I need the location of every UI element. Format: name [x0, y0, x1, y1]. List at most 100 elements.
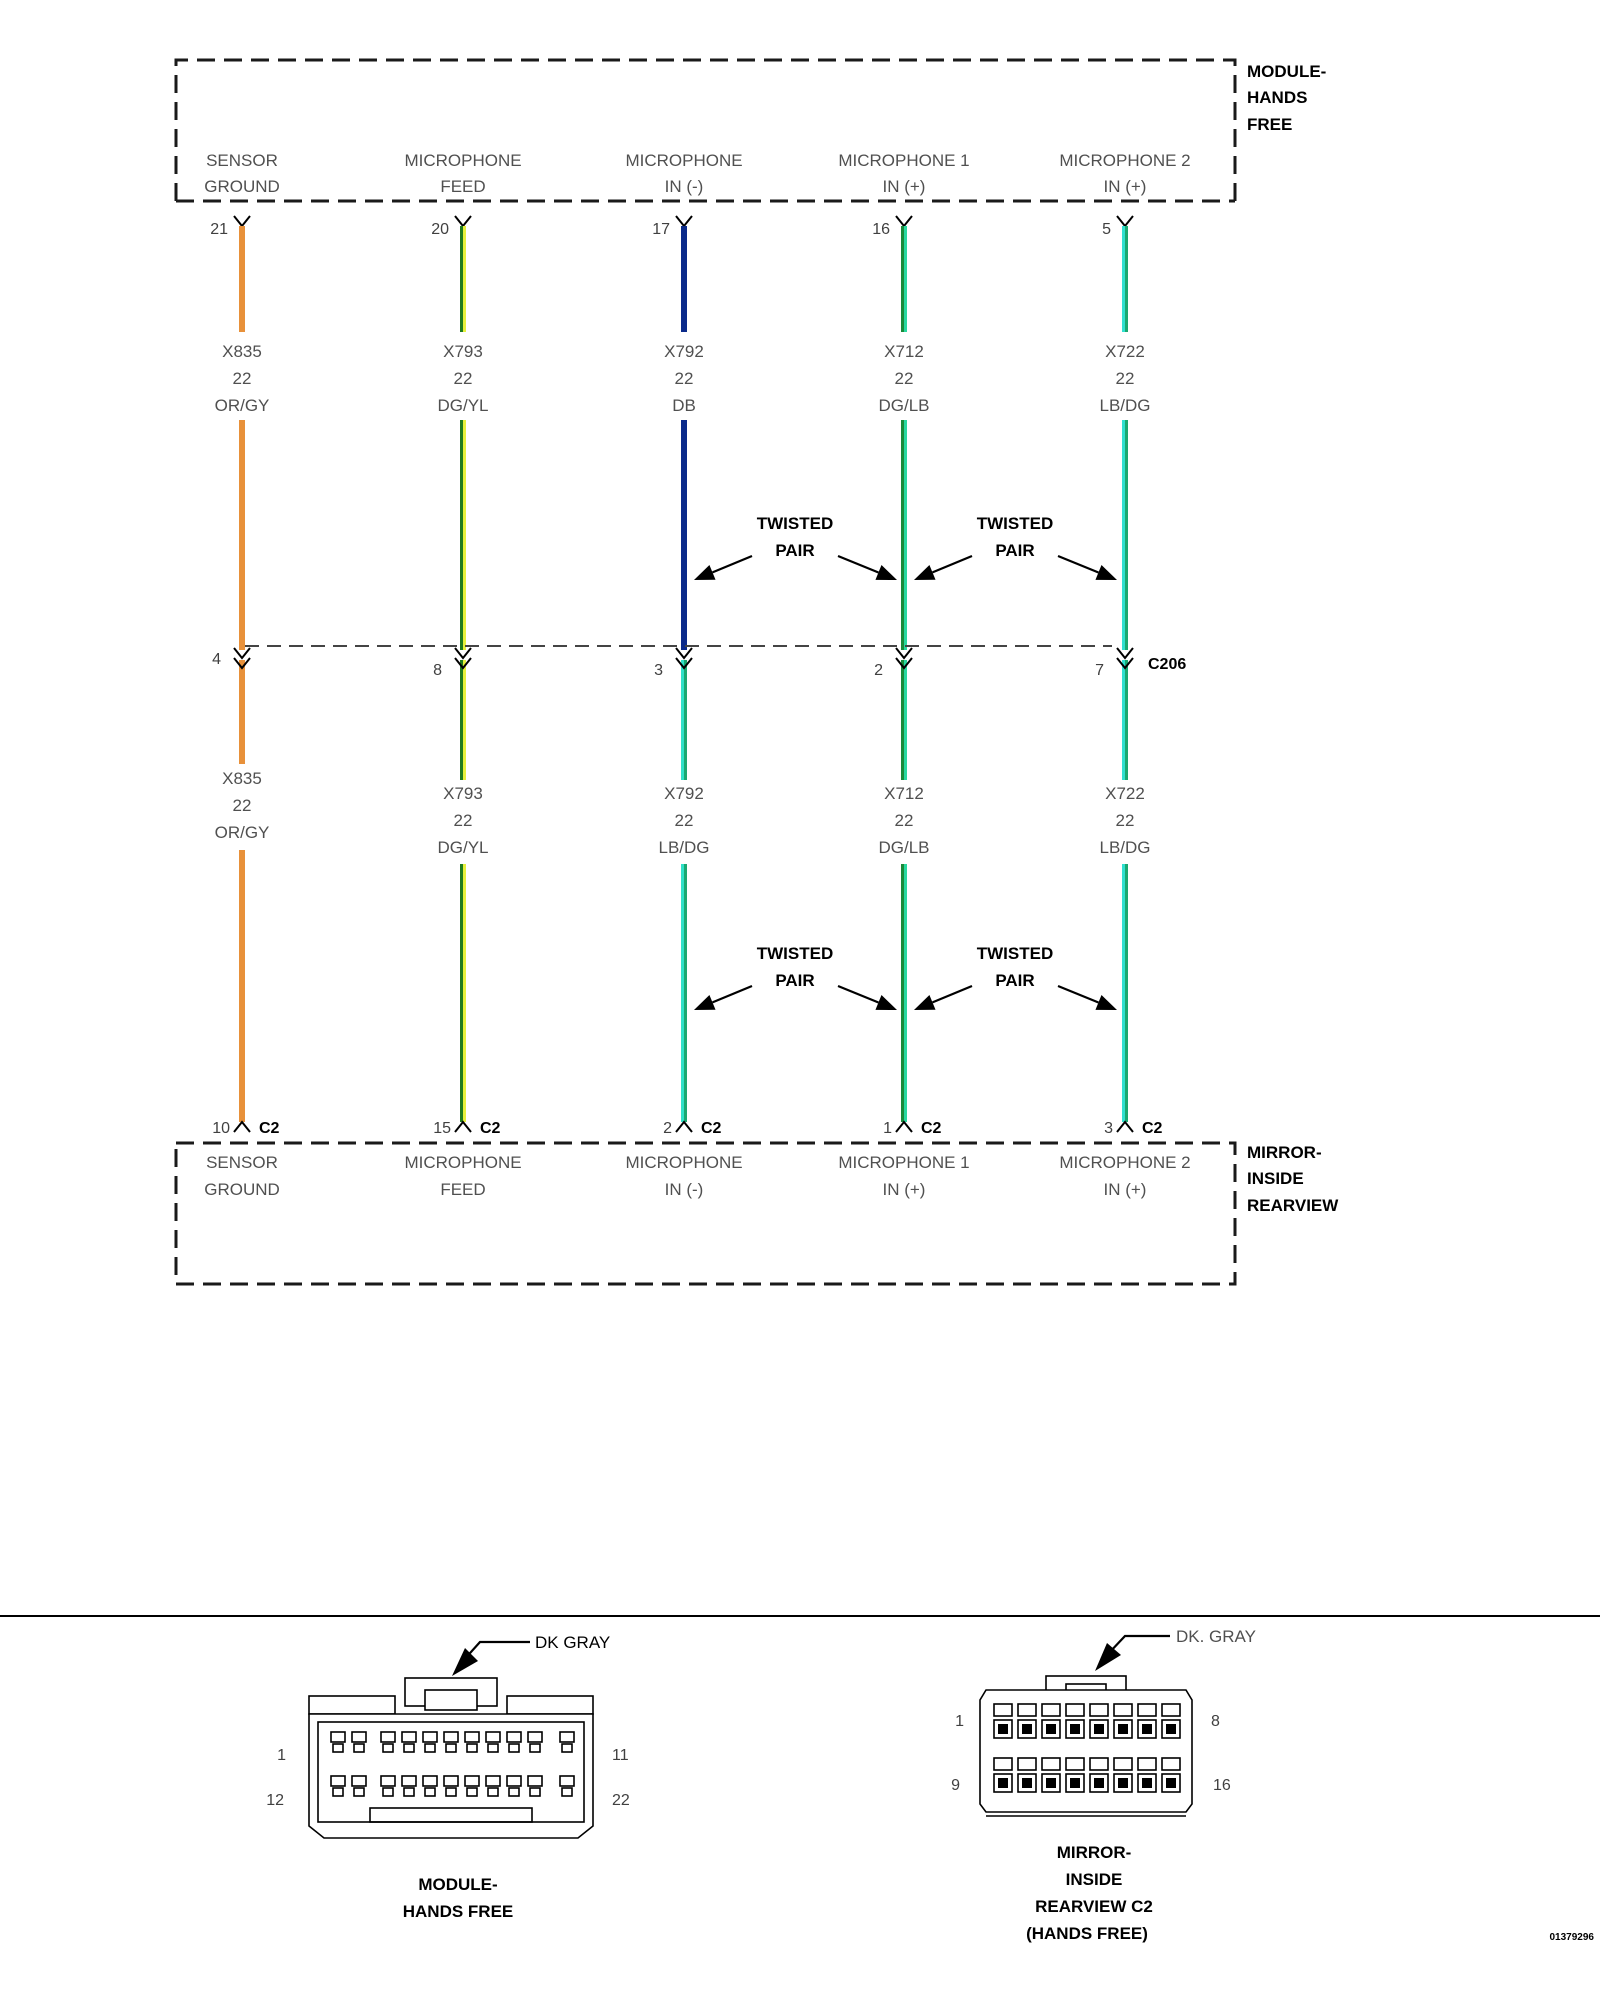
lower-wire-color-2: LB/DG [658, 838, 709, 857]
top-pin-label-1-l1: MICROPHONE [404, 151, 521, 170]
right-cavity-pin-r1-c0 [998, 1778, 1008, 1788]
bottom-pin-number-2: 2 [663, 1120, 672, 1137]
right-cavity-r1-c7 [1161, 1773, 1181, 1793]
left-cavity-r0-c9 [527, 1731, 543, 1743]
right-pin-16: 16 [1213, 1777, 1231, 1794]
right-cavity-pin-r0-c5 [1118, 1724, 1128, 1734]
upper-wire-circuit-0: X835 [222, 342, 262, 361]
mirror-module-box [174, 1141, 1237, 1286]
right-cavity-top-r1-c1 [1017, 1757, 1037, 1771]
bottom-module-name-1: MIRROR- [1247, 1143, 1322, 1162]
upper-wire-color-1: DG/YL [437, 396, 488, 415]
top-pin-label-3-l1: MICROPHONE 1 [838, 151, 969, 170]
top-pin-label-3-l2: IN (+) [883, 177, 926, 196]
right-cavity-r1-c1 [1017, 1773, 1037, 1793]
left-cavity-lock-r1-c10 [561, 1787, 573, 1797]
twisted-label-lower-1-l2: PAIR [995, 971, 1034, 990]
upper-wire-color-0: OR/GY [215, 396, 270, 415]
upper-wire-circuit-3: X712 [884, 342, 924, 361]
bottom-pin-label-0-l1: SENSOR [206, 1153, 278, 1172]
upper-wire-gauge-3: 22 [895, 369, 914, 388]
twisted-label-lower-0-l1: TWISTED [757, 944, 834, 963]
left-cavity-r1-c10 [559, 1775, 575, 1787]
left-cavity-lock-r1-c3 [403, 1787, 415, 1797]
c206-chevron-upper-4 [1116, 647, 1134, 660]
upper-wire-gauge-0: 22 [233, 369, 252, 388]
bottom-pin-label-4-l2: IN (+) [1104, 1180, 1147, 1199]
upper-wire-gauge-4: 22 [1116, 369, 1135, 388]
lower-wire-gauge-1: 22 [454, 811, 473, 830]
figure-id: 01379296 [1550, 1932, 1595, 1943]
right-cavity-top-r1-c2 [1041, 1757, 1061, 1771]
left-cavity-r1-c6 [464, 1775, 480, 1787]
twist-arrow-upper-3-head [914, 564, 936, 580]
bottom-pin-label-4-l1: MICROPHONE 2 [1059, 1153, 1190, 1172]
left-cavity-r0-c7 [485, 1731, 501, 1743]
bottom-pin-chevron-1 [454, 1120, 472, 1133]
c206-chevron-lower-4 [1116, 657, 1134, 670]
right-cavity-top-r0-c2 [1041, 1703, 1061, 1717]
twist-arrow-lower-3-head [914, 994, 936, 1010]
dk-gray-arrowhead-left [452, 1648, 478, 1676]
bottom-pin-number-1: 15 [433, 1120, 451, 1137]
twist-arrow-lower-1-shaft [712, 984, 753, 1004]
left-cavity-r1-c4 [422, 1775, 438, 1787]
left-cavity-lock-r0-c2 [382, 1743, 394, 1753]
right-cavity-top-r0-c1 [1017, 1703, 1037, 1717]
upper-wire-gauge-2: 22 [675, 369, 694, 388]
bottom-pin-connector-4: C2 [1142, 1120, 1163, 1137]
twist-arrow-lower-4-head [1095, 995, 1117, 1010]
right-cavity-pin-r1-c5 [1118, 1778, 1128, 1788]
top-pin-chevron-1 [454, 215, 472, 228]
upper-wire-gauge-1: 22 [454, 369, 473, 388]
right-cavity-top-r0-c5 [1113, 1703, 1133, 1717]
right-caption-1: MIRROR- [1057, 1843, 1132, 1862]
upper-wire-circuit-2: X792 [664, 342, 704, 361]
left-cavity-lock-r1-c5 [445, 1787, 457, 1797]
right-cavity-r0-c6 [1137, 1719, 1157, 1739]
twist-arrow-upper-1-head [694, 564, 716, 580]
right-cavity-pin-r1-c6 [1142, 1778, 1152, 1788]
top-module-name-1: MODULE- [1247, 62, 1326, 81]
right-cavity-r0-c0 [993, 1719, 1013, 1739]
left-cavity-r0-c8 [506, 1731, 522, 1743]
upper-wire-color-2: DB [672, 396, 696, 415]
right-caption-3: REARVIEW C2 [1035, 1897, 1153, 1916]
left-cavity-lock-r1-c9 [529, 1787, 541, 1797]
bottom-pin-label-2-l1: MICROPHONE [625, 1153, 742, 1172]
left-cavity-lock-r0-c8 [508, 1743, 520, 1753]
right-cavity-top-r1-c7 [1161, 1757, 1181, 1771]
right-cavity-pin-r0-c4 [1094, 1724, 1104, 1734]
top-pin-number-2: 17 [652, 221, 670, 238]
upper-wire-circuit-4: X722 [1105, 342, 1145, 361]
bottom-pin-connector-0: C2 [259, 1120, 280, 1137]
twist-arrow-lower-1-head [694, 994, 716, 1010]
bottom-pin-connector-1: C2 [480, 1120, 501, 1137]
top-pin-label-0-l2: GROUND [204, 177, 280, 196]
left-cavity-lock-r1-c6 [466, 1787, 478, 1797]
lower-wire-circuit-0: X835 [222, 769, 262, 788]
right-cavity-top-r1-c3 [1065, 1757, 1085, 1771]
right-cavity-r0-c5 [1113, 1719, 1133, 1739]
right-cavity-top-r1-c0 [993, 1757, 1013, 1771]
bottom-pin-connector-2: C2 [701, 1120, 722, 1137]
c206-chevron-lower-0 [233, 657, 251, 670]
left-cavity-lock-r0-c6 [466, 1743, 478, 1753]
left-cavity-lock-r1-c8 [508, 1787, 520, 1797]
lower-wire-circuit-4: X722 [1105, 784, 1145, 803]
left-key-slot [369, 1807, 533, 1823]
bottom-pin-label-1-l1: MICROPHONE [404, 1153, 521, 1172]
twist-arrow-upper-4-shaft [1057, 554, 1099, 574]
left-cavities [330, 1731, 575, 1797]
right-cavity-pin-r1-c3 [1070, 1778, 1080, 1788]
bottom-pin-chevron-0 [233, 1120, 251, 1133]
hands-free-module-box [174, 58, 1237, 201]
left-caption-2: HANDS FREE [403, 1902, 514, 1921]
twist-arrow-upper-2-head [875, 565, 897, 580]
right-cavity-pin-r1-c4 [1094, 1778, 1104, 1788]
top-pin-label-4-l2: IN (+) [1104, 177, 1147, 196]
right-cavity-r1-c3 [1065, 1773, 1085, 1793]
right-cavity-top-r1-c6 [1137, 1757, 1157, 1771]
left-pin-1: 1 [277, 1747, 286, 1764]
